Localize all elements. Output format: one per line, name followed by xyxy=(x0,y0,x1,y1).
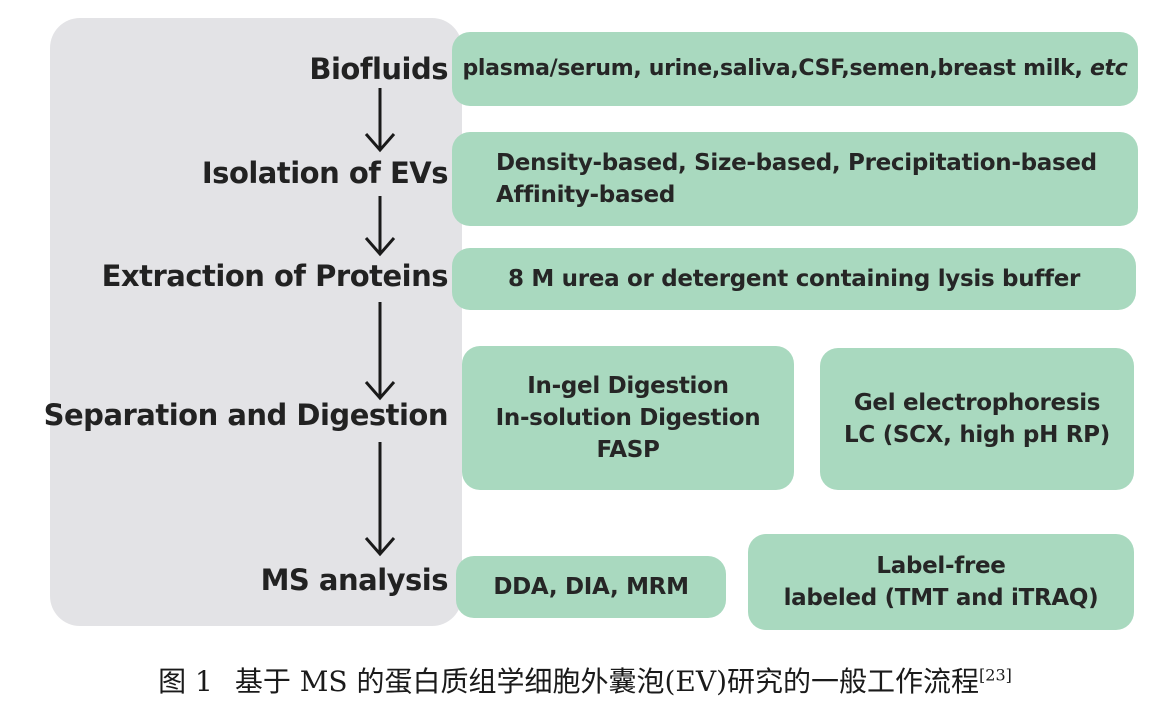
box-ms-acquisition-line-1: DDA, DIA, MRM xyxy=(493,574,689,600)
figure-caption: 图 1 基于 MS 的蛋白质组学细胞外囊泡(EV)研究的一般工作流程[23] xyxy=(0,660,1170,700)
caption-reference: [23] xyxy=(979,665,1012,685)
step-label-isolation: Isolation of EVs xyxy=(201,156,449,190)
arrow-down-2 xyxy=(364,196,396,257)
box-ms-quantification: Label-free labeled (TMT and iTRAQ) xyxy=(748,534,1134,630)
box-ms-acquisition: DDA, DIA, MRM xyxy=(456,556,726,618)
arrow-down-3 xyxy=(364,302,396,401)
figure-number: 图 1 xyxy=(158,665,213,698)
box-digestion-line-2: In-solution Digestion xyxy=(495,405,761,431)
box-isolation-line-2: Affinity-based xyxy=(496,182,676,208)
box-isolation-line-1: Density-based, Size-based, Precipitation… xyxy=(496,150,1097,176)
box-biofluids-etc: etc xyxy=(1089,56,1128,81)
arrow-down-4 xyxy=(364,442,396,557)
workflow-steps-panel xyxy=(50,18,462,626)
caption-text: 基于 MS 的蛋白质组学细胞外囊泡(EV)研究的一般工作流程 xyxy=(234,665,980,698)
box-extraction-buffer: 8 M urea or detergent containing lysis b… xyxy=(452,248,1136,310)
box-digestion-methods: In-gel Digestion In-solution Digestion F… xyxy=(462,346,794,490)
step-label-extraction: Extraction of Proteins xyxy=(101,259,449,293)
box-biofluids-text: plasma/serum, urine,saliva,CSF,semen,bre… xyxy=(462,56,1090,81)
box-separation-line-1: Gel electrophoresis xyxy=(853,390,1101,416)
box-extraction-line-1: 8 M urea or detergent containing lysis b… xyxy=(507,266,1081,292)
box-isolation-methods: Density-based, Size-based, Precipitation… xyxy=(452,132,1138,226)
box-separation-methods: Gel electrophoresis LC (SCX, high pH RP) xyxy=(820,348,1134,490)
step-label-ms-analysis: MS analysis xyxy=(260,563,449,597)
box-ms-quant-line-2: labeled (TMT and iTRAQ) xyxy=(783,585,1099,611)
step-label-separation-digestion: Separation and Digestion xyxy=(43,398,449,432)
box-separation-line-2: LC (SCX, high pH RP) xyxy=(844,422,1110,448)
box-ms-quant-line-1: Label-free xyxy=(876,553,1006,579)
step-label-biofluids: Biofluids xyxy=(309,52,448,86)
box-biofluids: plasma/serum, urine,saliva,CSF,semen,bre… xyxy=(452,32,1138,106)
arrow-down-1 xyxy=(364,88,396,153)
box-digestion-line-1: In-gel Digestion xyxy=(527,373,729,399)
box-digestion-line-3: FASP xyxy=(596,437,660,463)
